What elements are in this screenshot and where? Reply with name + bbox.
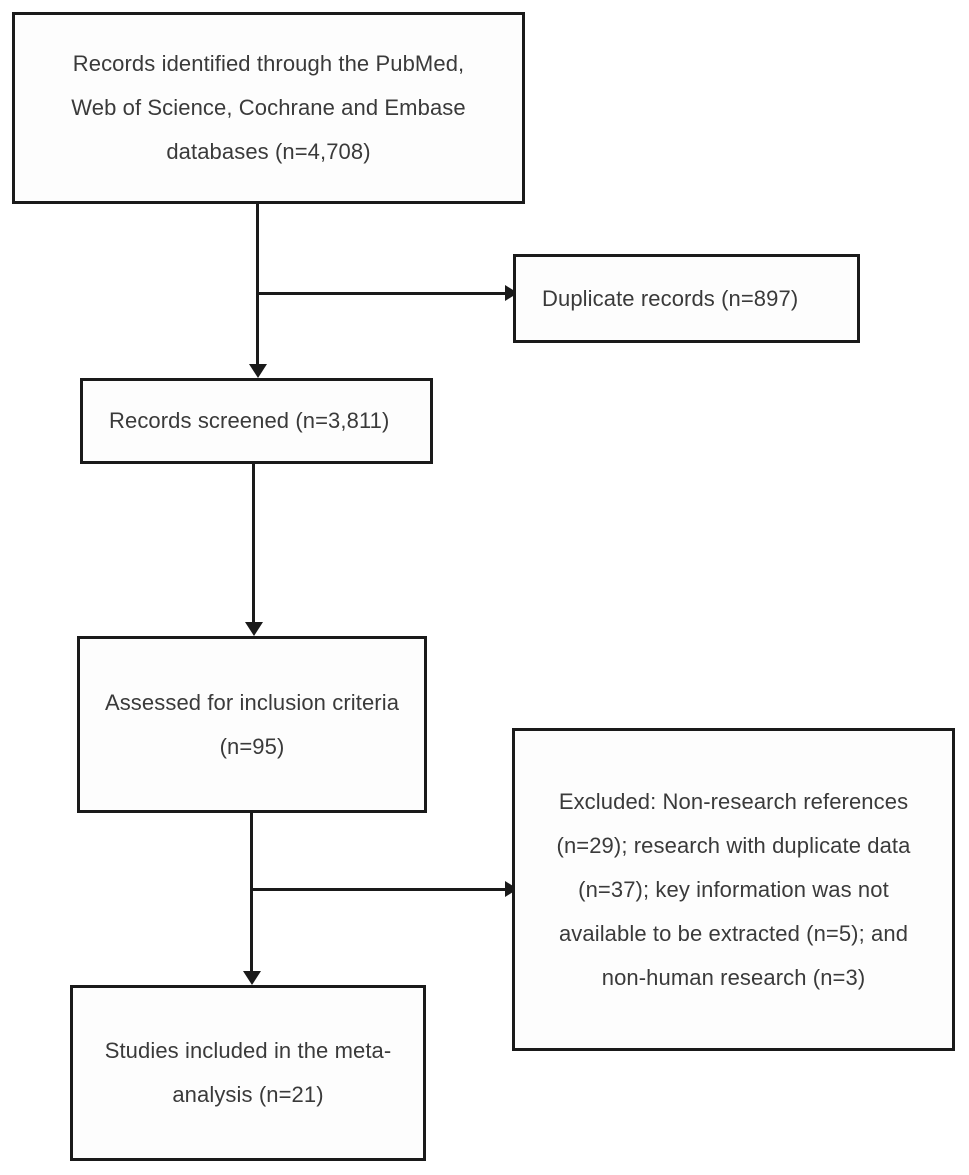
- assessed-inclusion-line-1: Assessed for inclusion criteria: [104, 689, 400, 715]
- excluded-line-2: (n=29); research with duplicate data: [556, 832, 911, 858]
- studies-included-box: Studies included in the meta- analysis (…: [70, 985, 426, 1161]
- studies-included-line-1: Studies included in the meta-: [104, 1038, 392, 1063]
- connector-assessed-to-included: [250, 813, 253, 973]
- records-identified-line-3: databases (n=4,708): [166, 139, 371, 164]
- connector-assessed-to-excluded: [250, 888, 518, 891]
- connector-identified-to-duplicates: [256, 292, 518, 295]
- arrow-down-icon-included: [243, 971, 261, 985]
- records-identified-line-1: Records identified through the PubMed,: [72, 51, 465, 76]
- connector-identified-to-screened: [256, 204, 259, 366]
- arrow-down-icon-assessed: [245, 622, 263, 636]
- duplicate-records-line-1: Duplicate records (n=897): [542, 285, 799, 311]
- arrow-down-icon-screened: [249, 364, 267, 378]
- connector-screened-to-assessed: [252, 464, 255, 624]
- excluded-line-4: available to be extracted (n=5); and: [558, 920, 909, 946]
- assessed-inclusion-box: Assessed for inclusion criteria (n=95): [77, 636, 427, 813]
- duplicate-records-box: Duplicate records (n=897): [513, 254, 860, 343]
- excluded-line-5: non-human research (n=3): [601, 964, 866, 990]
- studies-included-line-2: analysis (n=21): [172, 1082, 324, 1107]
- excluded-reasons-box: Excluded: Non-research references (n=29)…: [512, 728, 955, 1051]
- assessed-inclusion-line-2: (n=95): [219, 733, 285, 759]
- excluded-line-1: Excluded: Non-research references: [558, 788, 909, 814]
- records-screened-box: Records screened (n=3,811): [80, 378, 433, 464]
- records-identified-box: Records identified through the PubMed, W…: [12, 12, 525, 204]
- records-identified-line-2: Web of Science, Cochrane and Embase: [71, 95, 466, 120]
- records-screened-line-1: Records screened (n=3,811): [109, 408, 390, 433]
- excluded-line-3: (n=37); key information was not: [578, 876, 889, 902]
